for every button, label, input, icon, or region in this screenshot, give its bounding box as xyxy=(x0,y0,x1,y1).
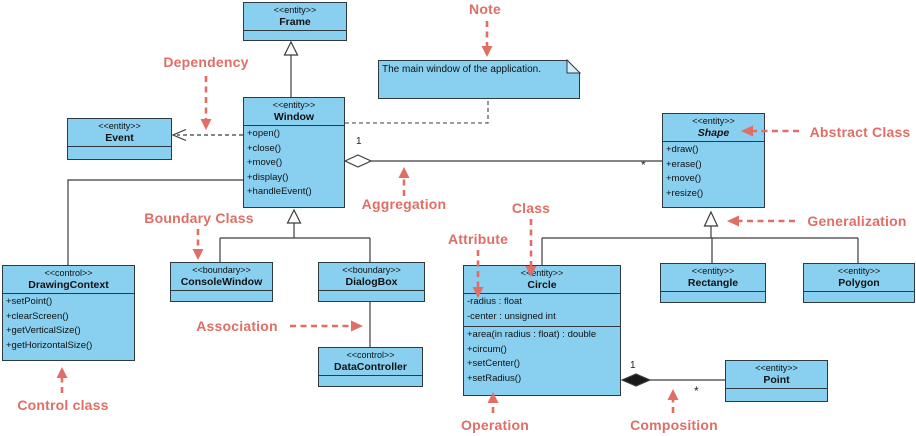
polygon-empty-compartment xyxy=(804,291,914,302)
class-polygon[interactable]: <<entity>> Polygon xyxy=(803,263,915,303)
drawing-context-operation: +getHorizontalSize() xyxy=(6,339,93,351)
circle-attributes: -radius : float -center : unsigned int xyxy=(464,293,620,326)
annotation-generalization: Generalization xyxy=(807,213,907,229)
circle-operation: +circum() xyxy=(467,343,507,355)
shape-operation: +resize() xyxy=(666,187,704,199)
annotation-aggregation: Aggregation xyxy=(361,196,447,212)
class-rectangle[interactable]: <<entity>> Rectangle xyxy=(660,263,766,303)
window-operation: +close() xyxy=(247,142,282,154)
shape-stereotype: <<entity>> xyxy=(692,116,735,126)
class-point[interactable]: <<entity>> Point xyxy=(725,360,828,402)
class-data-controller[interactable]: <<control>> DataController xyxy=(318,347,423,387)
frame-empty-compartment xyxy=(244,30,346,40)
circle-attribute: -radius : float xyxy=(467,296,522,307)
window-operation: +move() xyxy=(247,157,283,169)
event-empty-compartment xyxy=(68,146,171,159)
annotation-composition: Composition xyxy=(630,417,718,433)
window-operations: +open() +close() +move() +display() +han… xyxy=(244,125,344,207)
annotation-operation: Operation xyxy=(461,417,529,433)
circle-operation: +area(in radius : float) : double xyxy=(467,329,597,340)
note-anchor-connector xyxy=(345,100,489,124)
dialog-box-empty-compartment xyxy=(319,290,424,301)
frame-name: Frame xyxy=(279,16,311,28)
composition-multiplicity-many: * xyxy=(694,384,699,398)
annotation-dependency: Dependency xyxy=(163,54,249,70)
boundary-class-annotation-arrow xyxy=(192,229,204,260)
class-window[interactable]: <<entity>> Window +open() +close() +move… xyxy=(243,97,345,208)
annotation-class: Class xyxy=(511,200,551,216)
shape-operation: +erase() xyxy=(666,158,702,170)
circle-name: Circle xyxy=(527,279,557,291)
dialog-box-name: DialogBox xyxy=(345,276,398,288)
rectangle-stereotype: <<entity>> xyxy=(691,266,735,276)
rectangle-empty-compartment xyxy=(661,291,765,302)
rectangle-name: Rectangle xyxy=(687,277,739,289)
uml-note[interactable]: The main window of the application. xyxy=(378,60,580,99)
note-text: The main window of the application. xyxy=(382,64,541,75)
frame-stereotype: <<entity>> xyxy=(273,5,317,15)
console-window-stereotype: <<boundary>> xyxy=(192,265,251,275)
note-annotation-arrow xyxy=(481,21,493,57)
annotation-abstract-class: Abstract Class xyxy=(809,124,911,140)
drawing-context-operations: +setPoint() +clearScreen() +getVerticalS… xyxy=(3,293,134,360)
dialog-box-stereotype: <<boundary>> xyxy=(342,265,401,275)
annotation-note: Note xyxy=(469,1,501,17)
shape-name: Shape xyxy=(697,127,730,139)
annotation-attribute: Attribute xyxy=(447,231,509,247)
event-name: Event xyxy=(105,132,134,144)
circle-attribute: -center : unsigned int xyxy=(467,310,556,322)
window-operation: +open() xyxy=(247,128,281,139)
drawing-context-name: DrawingContext xyxy=(28,279,109,291)
shape-operation: +move() xyxy=(666,173,702,185)
circle-operation: +setCenter() xyxy=(467,358,521,370)
aggregation-annotation-arrow xyxy=(398,167,410,196)
aggregation-connector-window-shape xyxy=(343,154,662,168)
drawing-context-operation: +clearScreen() xyxy=(6,310,69,322)
class-shape[interactable]: <<entity>> Shape +draw() +erase() +move(… xyxy=(662,113,765,208)
aggregation-multiplicity-many: * xyxy=(641,158,646,172)
control-class-annotation-arrow xyxy=(56,367,68,393)
annotation-association: Association xyxy=(196,318,278,334)
circle-operations: +area(in radius : float) : double +circu… xyxy=(464,326,620,395)
window-name: Window xyxy=(273,111,315,123)
event-stereotype: <<entity>> xyxy=(98,121,141,131)
circle-operation: +setRadius() xyxy=(467,372,522,384)
console-window-name: ConsoleWindow xyxy=(180,276,263,288)
class-drawing-context[interactable]: <<control>> DrawingContext +setPoint() +… xyxy=(2,265,135,361)
association-annotation-arrow xyxy=(290,320,363,332)
aggregation-multiplicity-one: 1 xyxy=(356,136,362,147)
point-empty-compartment xyxy=(726,388,827,401)
composition-connector-circle-point xyxy=(620,373,725,387)
class-frame[interactable]: <<entity>> Frame xyxy=(243,2,347,41)
data-controller-stereotype: <<control>> xyxy=(346,350,395,360)
window-operation: +display() xyxy=(247,171,289,183)
composition-multiplicity-one: 1 xyxy=(630,360,636,371)
generalization-connector-window-frame xyxy=(283,40,299,97)
composition-annotation-arrow xyxy=(667,389,679,413)
drawing-context-operation: +setPoint() xyxy=(6,296,53,307)
polygon-name: Polygon xyxy=(838,277,880,289)
data-controller-name: DataController xyxy=(334,361,407,373)
class-circle[interactable]: <<entity>> Circle -radius : float -cente… xyxy=(463,265,621,396)
point-name: Point xyxy=(763,374,790,386)
drawing-context-stereotype: <<control>> xyxy=(44,268,93,278)
class-console-window[interactable]: <<boundary>> ConsoleWindow xyxy=(170,262,273,302)
point-stereotype: <<entity>> xyxy=(755,363,798,373)
annotation-boundary-class: Boundary Class xyxy=(144,210,254,226)
generalization-annotation-arrow xyxy=(727,215,795,227)
circle-stereotype: <<entity>> xyxy=(520,268,564,278)
data-controller-empty-compartment xyxy=(319,375,422,386)
shape-operations: +draw() +erase() +move() +resize() xyxy=(663,141,764,207)
class-event[interactable]: <<entity>> Event xyxy=(67,118,172,160)
dependency-annotation-arrow xyxy=(200,76,212,130)
dependency-connector-window-event xyxy=(171,128,243,142)
drawing-context-operation: +getVerticalSize() xyxy=(6,325,81,337)
annotation-control-class: Control class xyxy=(17,397,109,413)
console-window-empty-compartment xyxy=(171,290,272,301)
window-operation: +handleEvent() xyxy=(247,186,312,198)
window-stereotype: <<entity>> xyxy=(272,100,316,110)
shape-operation: +draw() xyxy=(666,144,699,155)
class-dialog-box[interactable]: <<boundary>> DialogBox xyxy=(318,262,425,302)
polygon-stereotype: <<entity>> xyxy=(837,266,881,276)
